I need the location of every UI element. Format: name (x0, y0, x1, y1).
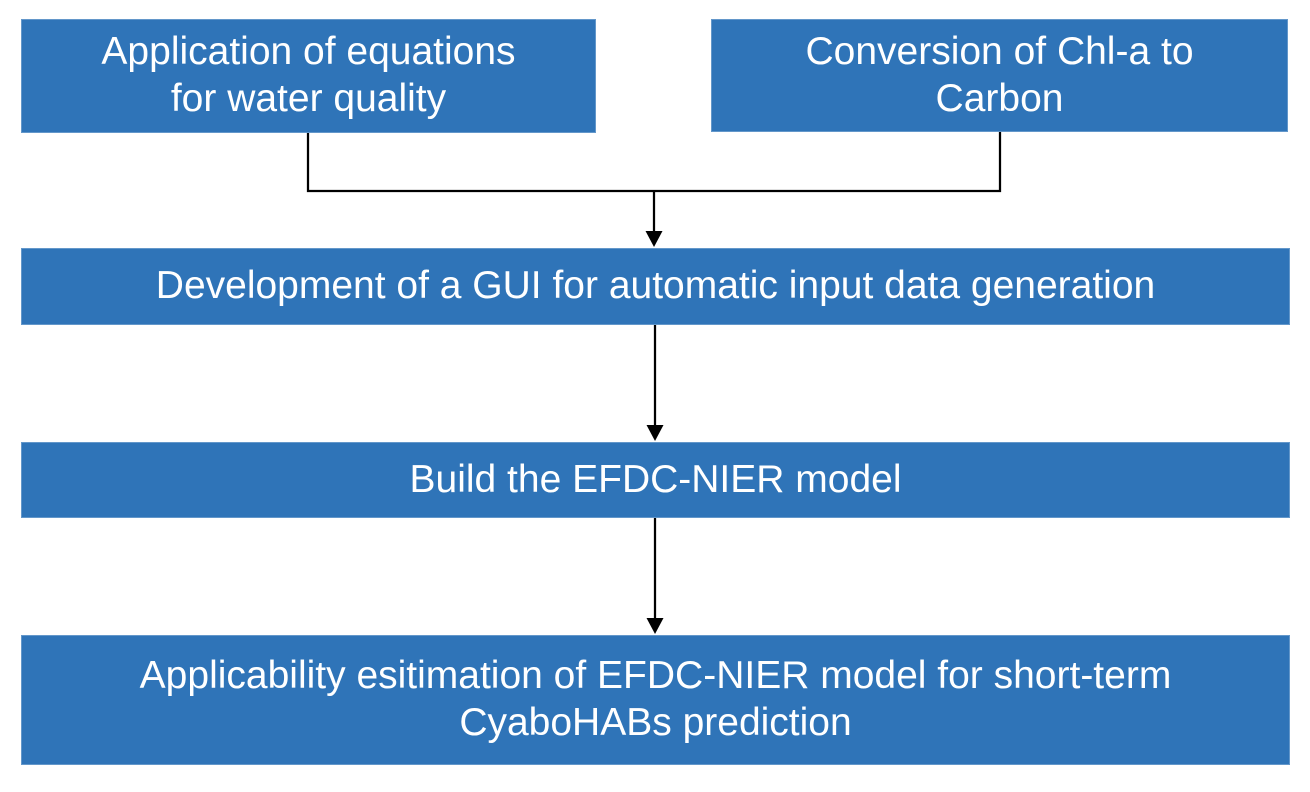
arrow-1-head-icon (645, 231, 663, 247)
node-applicability-estimation: Applicability esitimation of EFDC-NIER m… (21, 635, 1290, 765)
node-label-line: Carbon (935, 76, 1064, 120)
node-label-line: Build the EFDC-NIER model (409, 457, 902, 501)
node-label-line: Development of a GUI for automatic input… (155, 264, 1156, 308)
node-chla-to-carbon: Conversion of Chl-a to Carbon (711, 19, 1288, 132)
merge-connector-line (306, 132, 1002, 193)
node-label-line: for water quality (170, 77, 447, 120)
node-gui-development: Development of a GUI for automatic input… (21, 248, 1290, 325)
node-application-equations: Application of equations for water quali… (21, 19, 596, 133)
node-label-line: Applicability esitimation of EFDC-NIER m… (139, 654, 1172, 698)
node-label-line: Application of equations (101, 30, 516, 74)
arrow-3-head-icon (646, 618, 664, 634)
node-build-efdc-nier: Build the EFDC-NIER model (21, 442, 1290, 518)
arrow-2-head-icon (646, 425, 664, 441)
node-label-line: CyaboHABs prediction (459, 701, 852, 744)
node-label-line: Conversion of Chl-a to (805, 29, 1194, 73)
